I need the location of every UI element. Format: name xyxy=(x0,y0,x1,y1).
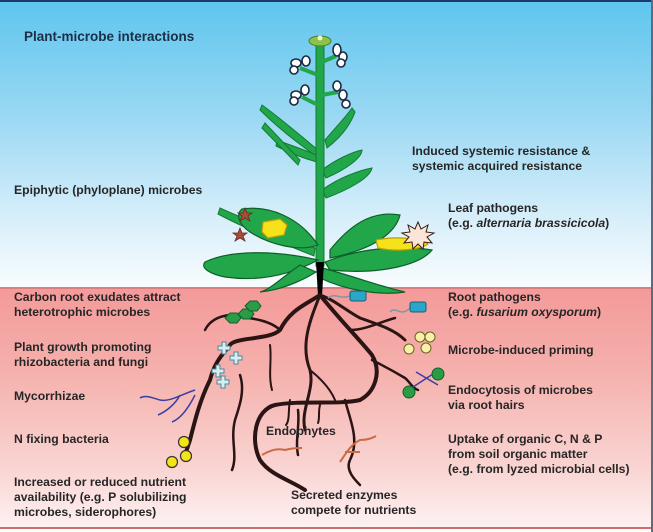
label-line: Leaf pathogens xyxy=(448,201,539,215)
flower-icon xyxy=(289,84,319,107)
label-carbon-root-exudates: Carbon root exudates attract heterotroph… xyxy=(14,290,181,320)
flowers xyxy=(289,43,351,109)
species-name: fusarium oxysporum xyxy=(476,305,598,319)
label-line: (e.g. from lyzed microbial cells) xyxy=(448,462,630,476)
diagram-title: Plant-microbe interactions xyxy=(24,29,195,44)
mycorrhizae-hyphae xyxy=(139,389,196,423)
label-line: Uptake of organic C, N & P xyxy=(448,432,603,446)
root-pathogen-icons xyxy=(327,290,427,313)
label-line: compete for nutrients xyxy=(291,503,417,517)
label-line: Increased or reduced nutrient xyxy=(14,475,187,489)
n-fixing-bacteria-icons xyxy=(165,435,193,469)
label-line: via root hairs xyxy=(448,398,525,412)
leaf-lesion xyxy=(261,218,288,239)
label-line: microbes, siderophores) xyxy=(14,505,157,519)
frame-right-border xyxy=(651,0,653,532)
belowground-soil-region xyxy=(0,287,653,529)
label-text: (e.g. xyxy=(448,216,477,230)
label-line: heterotrophic microbes xyxy=(14,305,151,319)
label-endocytosis: Endocytosis of microbes via root hairs xyxy=(448,383,593,413)
label-line: systemic acquired resistance xyxy=(412,159,583,173)
label-epiphytic-microbes: Epiphytic (phyloplane) microbes xyxy=(14,183,203,197)
flower-icon xyxy=(321,80,351,109)
label-mycorrhizae: Mycorrhizae xyxy=(14,389,86,403)
leaf-pathogen-burst-icon xyxy=(400,220,436,251)
label-line: Carbon root exudates attract xyxy=(14,290,181,304)
root-system xyxy=(183,293,420,492)
heterotrophic-microbe-icons xyxy=(224,300,262,324)
label-induced-systemic-resistance: Induced systemic resistance & systemic a… xyxy=(412,144,590,174)
root-crown xyxy=(316,262,324,296)
label-text: (e.g. xyxy=(448,305,477,319)
label-line: Induced systemic resistance & xyxy=(412,144,591,158)
label-line: Plant growth promoting xyxy=(14,340,152,354)
label-root-pathogens: Root pathogens (e.g. fusarium oxysporum) xyxy=(448,290,601,320)
species-name: alternaria brassicicola xyxy=(476,216,606,230)
label-line: (e.g. fusarium oxysporum) xyxy=(448,305,601,320)
label-nutrient-availability: Increased or reduced nutrient availabili… xyxy=(14,475,186,520)
flower-icon xyxy=(289,55,319,77)
label-organic-uptake: Uptake of organic C, N & P from soil org… xyxy=(448,432,630,477)
label-line: (e.g. alternaria brassicicola) xyxy=(448,216,609,231)
label-leaf-pathogens: Leaf pathogens (e.g. alternaria brassici… xyxy=(448,201,609,231)
priming-microbe-icons xyxy=(403,331,436,355)
label-microbe-induced-priming: Microbe-induced priming xyxy=(448,343,594,357)
flower-bud-icon xyxy=(308,35,332,47)
label-line: from soil organic matter xyxy=(448,447,588,461)
label-line: Root pathogens xyxy=(448,290,541,304)
label-line: Endocytosis of microbes xyxy=(448,383,593,397)
label-secreted-enzymes: Secreted enzymes compete for nutrients xyxy=(291,488,416,518)
plant-stem xyxy=(315,43,325,267)
label-line: rhizobacteria and fungi xyxy=(14,355,149,369)
label-text: ) xyxy=(597,305,602,319)
label-endophytes: Endophytes xyxy=(266,424,336,438)
label-n-fixing-bacteria: N fixing bacteria xyxy=(14,432,109,446)
pgpr-microbe-icons xyxy=(211,341,243,389)
rosette-leaves xyxy=(203,207,434,294)
flower-icon xyxy=(321,43,348,68)
endophyte-hyphae xyxy=(261,435,377,463)
label-text: ) xyxy=(605,216,610,230)
label-pgpr: Plant growth promoting rhizobacteria and… xyxy=(14,340,151,370)
label-line: Secreted enzymes xyxy=(291,488,398,502)
label-line: availability (e.g. P solubilizing xyxy=(14,490,187,504)
epiphytic-microbe-star-icons xyxy=(231,206,254,242)
endocytosis-microbe-icons xyxy=(402,367,445,399)
